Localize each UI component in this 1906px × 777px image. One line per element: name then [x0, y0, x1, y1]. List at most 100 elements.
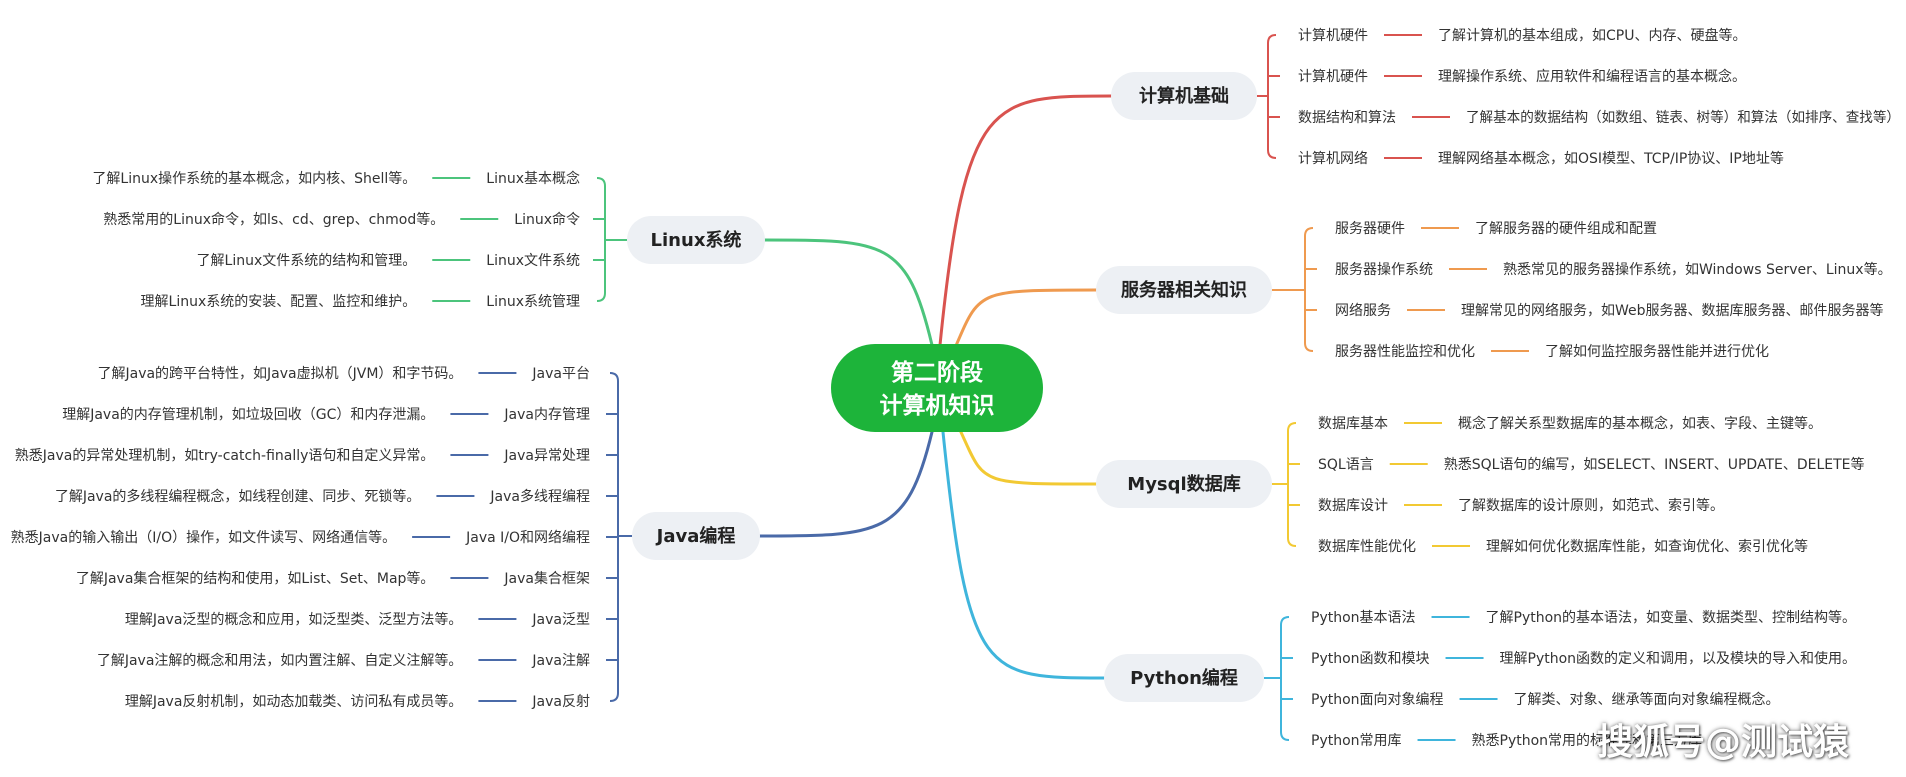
java-item-label: Java I/O和网络编程	[465, 530, 590, 546]
linux-item-label: Linux文件系统	[486, 253, 580, 269]
python-item-label: Python面向对象编程	[1311, 692, 1444, 708]
java-topic-node[interactable]: Java编程	[632, 512, 760, 560]
cs-basics-item[interactable]: 计算机硬件 了解计算机的基本组成，如CPU、内存、硬盘等。	[1298, 27, 1746, 44]
mysql-item-detail: 概念了解关系型数据库的基本概念，如表、字段、主键等。	[1458, 415, 1822, 432]
python-spine	[1280, 616, 1290, 741]
server-item-detail: 理解常见的网络服务，如Web服务器、数据库服务器、邮件服务器等	[1461, 302, 1884, 319]
python-item[interactable]: Python常用库 熟悉Python常用的标准库和第三方库	[1311, 732, 1702, 749]
root-title-line1: 第二阶段	[891, 359, 983, 386]
java-item-label: Java多线程编程	[489, 488, 590, 505]
linux-item-label: Linux基本概念	[486, 170, 580, 187]
python-item-detail: 了解Python的基本语法，如变量、数据类型、控制结构等。	[1486, 609, 1857, 626]
java-item-detail: 理解Java反射机制，如动态加载类、访问私有成员等。	[125, 693, 463, 710]
python-item-label: Python基本语法	[1311, 609, 1416, 626]
linux-topic-node[interactable]: Linux系统	[627, 216, 765, 264]
server-item-label: 服务器性能监控和优化	[1335, 344, 1475, 360]
cs-basics-item-detail: 理解操作系统、应用软件和编程语言的基本概念。	[1438, 68, 1746, 85]
java-item[interactable]: Java异常处理 熟悉Java的异常处理机制，如try-catch-finally…	[15, 448, 590, 464]
linux-branch-connector	[763, 238, 934, 347]
mysql-spine	[1287, 422, 1297, 547]
python-topic-title: Python编程	[1130, 667, 1238, 689]
java-item-label: Java异常处理	[503, 448, 590, 464]
java-item[interactable]: Java I/O和网络编程熟悉Java的输入输出（I/O）操作，如文件读写、网络…	[11, 529, 590, 546]
java-item[interactable]: Java反射 理解Java反射机制，如动态加载类、访问私有成员等。	[125, 693, 590, 710]
server-item-detail: 了解如何监控服务器性能并进行优化	[1545, 344, 1769, 360]
server-item-label: 服务器硬件	[1335, 221, 1405, 237]
cs-basics-item[interactable]: 计算机网络 理解网络基本概念，如OSI模型、TCP/IP协议、IP地址等	[1298, 150, 1784, 167]
cs-basics-item-label: 计算机硬件	[1298, 69, 1368, 85]
cs-basics-item-detail: 了解计算机的基本组成，如CPU、内存、硬盘等。	[1438, 27, 1746, 44]
cs-basics-item[interactable]: 计算机硬件 理解操作系统、应用软件和编程语言的基本概念。	[1298, 68, 1746, 85]
mysql-item-detail: 熟悉SQL语句的编写，如SELECT、INSERT、UPDATE、DELETE等	[1444, 456, 1865, 473]
python-item-label: Python函数和模块	[1311, 651, 1430, 667]
mysql-item[interactable]: SQL语言 熟悉SQL语句的编写，如SELECT、INSERT、UPDATE、DE…	[1318, 456, 1865, 473]
cs-basics-item[interactable]: 数据结构和算法了解基本的数据结构（如数组、链表、树等）和算法（如排序、查找等）	[1298, 109, 1900, 126]
linux-item-detail: 理解Linux系统的安装、配置、监控和维护。	[141, 294, 417, 310]
java-item-label: Java内存管理	[503, 407, 590, 423]
cs-basics-item-label: 计算机硬件	[1298, 28, 1368, 44]
server-item[interactable]: 服务器性能监控和优化 了解如何监控服务器性能并进行优化	[1335, 344, 1769, 360]
java-item-label: Java平台	[531, 366, 590, 382]
python-item[interactable]: Python函数和模块 理解Python函数的定义和调用，以及模块的导入和使用。	[1311, 650, 1856, 667]
mysql-topic-title: Mysql数据库	[1127, 473, 1240, 495]
mysql-item-label: SQL语言	[1318, 457, 1374, 473]
mysql-item-detail: 了解数据库的设计原则，如范式、索引等。	[1458, 497, 1724, 514]
server-item-label: 服务器操作系统	[1335, 262, 1433, 278]
cs-basics-item-detail: 理解网络基本概念，如OSI模型、TCP/IP协议、IP地址等	[1438, 150, 1784, 167]
cs-basics-item-label: 计算机网络	[1298, 151, 1368, 167]
server-topic-node[interactable]: 服务器相关知识	[1096, 266, 1272, 314]
python-branch-connector	[941, 430, 1106, 680]
linux-topic-shape	[627, 216, 765, 264]
root-node-shape	[831, 344, 1043, 432]
server-spine	[1304, 227, 1314, 352]
mysql-item-detail: 理解如何优化数据库性能，如查询优化、索引优化等	[1486, 538, 1808, 555]
server-item[interactable]: 网络服务 理解常见的网络服务，如Web服务器、数据库服务器、邮件服务器等	[1335, 302, 1884, 319]
linux-item[interactable]: Linux基本概念 了解Linux操作系统的基本概念，如内核、Shell等。	[92, 170, 580, 187]
java-topic-shape	[632, 512, 760, 560]
server-item[interactable]: 服务器操作系统熟悉常见的服务器操作系统，如Windows Server、Linu…	[1335, 261, 1892, 278]
mysql-topic-node[interactable]: Mysql数据库	[1096, 460, 1272, 508]
linux-topic-title: Linux系统	[651, 229, 742, 251]
python-item[interactable]: Python基本语法 了解Python的基本语法，如变量、数据类型、控制结构等。	[1311, 609, 1856, 626]
cs-basics-topic-node[interactable]: 计算机基础	[1111, 72, 1257, 120]
mysql-topic-shape	[1096, 460, 1272, 508]
mysql-branch-connector	[958, 428, 1098, 486]
mysql-item-label: 数据库设计	[1318, 498, 1388, 514]
java-item[interactable]: Java内存管理 理解Java的内存管理机制，如垃圾回收（GC）和内存泄漏。	[62, 407, 590, 423]
cs-basics-spine	[1267, 34, 1277, 159]
python-item-detail: 熟悉Python常用的标准库和第三方库	[1472, 732, 1703, 749]
java-item-detail: 了解Java注解的概念和用法，如内置注解、自定义注解等。	[97, 652, 463, 669]
java-branch-connector	[758, 430, 934, 538]
mysql-item[interactable]: 数据库基本概念了解关系型数据库的基本概念，如表、字段、主键等。	[1318, 415, 1822, 432]
linux-item-detail: 了解Linux操作系统的基本概念，如内核、Shell等。	[92, 170, 416, 187]
java-item-label: Java反射	[531, 694, 590, 710]
server-item-detail: 了解服务器的硬件组成和配置	[1475, 221, 1657, 237]
python-topic-node[interactable]: Python编程	[1104, 654, 1264, 702]
java-item-detail: 了解Java的跨平台特性，如Java虚拟机（JVM）和字节码。	[97, 366, 462, 382]
linux-item-label: Linux命令	[514, 211, 580, 228]
mysql-item[interactable]: 数据库设计 了解数据库的设计原则，如范式、索引等。	[1318, 497, 1724, 514]
server-item-label: 网络服务	[1335, 303, 1391, 319]
python-item-label: Python常用库	[1311, 733, 1402, 749]
java-topic-title: Java编程	[655, 525, 736, 547]
java-item[interactable]: Java平台 了解Java的跨平台特性，如Java虚拟机（JVM）和字节码。	[97, 366, 590, 382]
cs-basics-topic-shape	[1111, 72, 1257, 120]
linux-item[interactable]: Linux文件系统 了解Linux文件系统的结构和管理。	[197, 253, 580, 269]
server-item[interactable]: 服务器硬件 了解服务器的硬件组成和配置	[1335, 221, 1657, 237]
linux-item-detail: 了解Linux文件系统的结构和管理。	[197, 253, 417, 269]
python-item[interactable]: Python面向对象编程了解类、对象、继承等面向对象编程概念。	[1311, 691, 1780, 708]
java-item-detail: 理解Java的内存管理机制，如垃圾回收（GC）和内存泄漏。	[62, 407, 434, 423]
java-item-detail: 熟悉Java的异常处理机制，如try-catch-finally语句和自定义异常…	[15, 448, 435, 464]
python-item-detail: 理解Python函数的定义和调用，以及模块的导入和使用。	[1500, 650, 1857, 667]
mysql-item[interactable]: 数据库性能优化理解如何优化数据库性能，如查询优化、索引优化等	[1318, 538, 1808, 555]
java-item-label: Java泛型	[531, 612, 590, 628]
